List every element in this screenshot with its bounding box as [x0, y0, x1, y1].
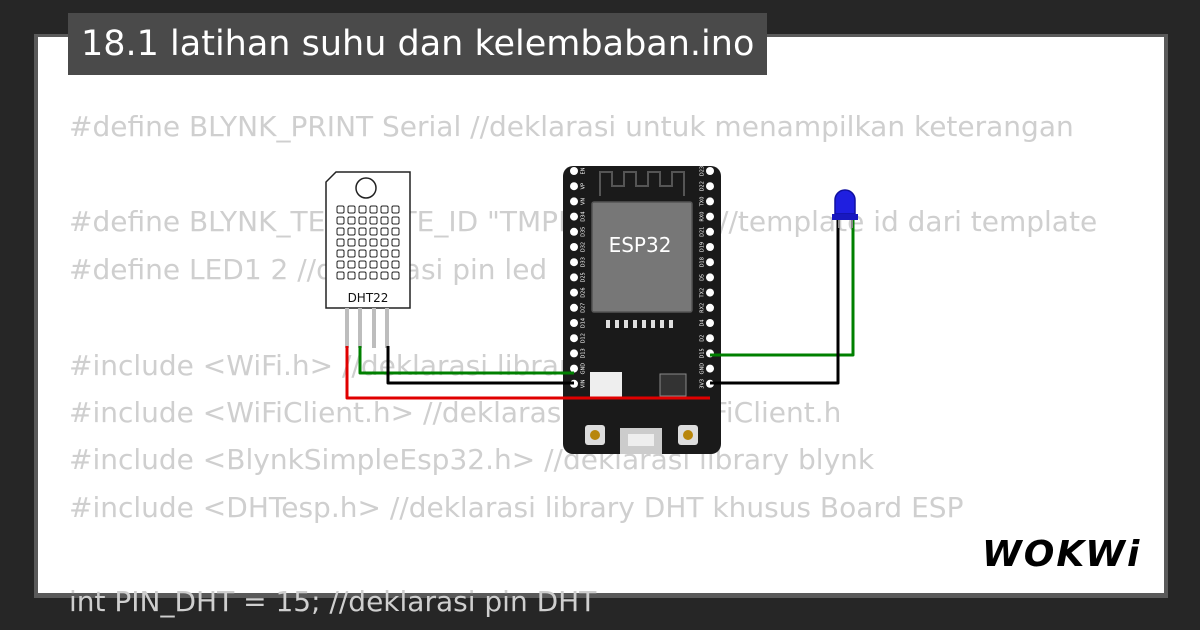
esp32-board: ESP32 ENVPVND34D35D32D33D25D26D27D14D12D… [563, 166, 721, 454]
pin-hole [706, 334, 714, 343]
sensor-vents [336, 205, 400, 280]
pin-label: RX0 [700, 212, 706, 222]
pin-label: D23 [700, 166, 706, 176]
pin-hole [570, 319, 578, 327]
pin-label: D26 [581, 287, 587, 297]
pin-label: TX0 [700, 197, 706, 208]
pin-hole [570, 349, 578, 358]
pin-label: D22 [700, 181, 706, 191]
pin-label: EN [581, 167, 587, 174]
pin-hole [706, 303, 714, 312]
pin-hole [570, 334, 578, 343]
pin-label: D34 [581, 211, 587, 221]
pin-label: D25 [581, 272, 587, 282]
pin-hole [706, 197, 714, 206]
pin-label: D4 [700, 319, 706, 326]
pin-hole [570, 182, 578, 191]
pin-hole [706, 182, 714, 191]
esp32-module [591, 201, 693, 313]
pin-hole [706, 364, 714, 373]
code-line: #include <DHTesp.h> //deklarasi library … [69, 491, 964, 524]
pin-label: VP [581, 183, 587, 189]
wire-data [358, 346, 574, 375]
pin-label: D27 [581, 303, 587, 313]
board-label: ESP32 [609, 233, 672, 257]
pin-label: RX2 [700, 303, 706, 313]
code-line: int PIN_DHT = 15; //deklarasi pin DHT [69, 585, 597, 618]
pin-hole [706, 258, 714, 267]
pin-label: VN [581, 198, 587, 205]
pin-label: D12 [581, 333, 587, 343]
pin-label: D15 [700, 348, 706, 358]
wires [345, 220, 855, 400]
wire-ground [386, 346, 574, 385]
pin-label: D19 [700, 242, 706, 252]
pin-label: D18 [700, 257, 706, 267]
wokwi-logo: WOKWi [982, 534, 1141, 575]
wire-power [345, 346, 574, 400]
pin-label: TX2 [700, 288, 706, 299]
pin-label: D33 [581, 257, 587, 267]
blue-led [832, 189, 858, 228]
project-title: 18.1 latihan suhu dan kelembaban.ino [68, 13, 768, 75]
pin-label: D14 [581, 318, 587, 328]
voltage-regulator [590, 372, 622, 398]
pin-hole [570, 243, 578, 251]
pin-hole [706, 227, 714, 236]
code-line: #include <BlynkSimpleEsp32.h> //deklaras… [69, 443, 875, 476]
pin-label: D21 [700, 227, 706, 237]
pin-hole [706, 273, 714, 282]
pin-label: D5 [700, 274, 706, 281]
pin-hole [570, 167, 578, 175]
usb-chip [659, 373, 687, 397]
pin-hole [706, 167, 714, 175]
pin-hole [706, 243, 714, 251]
pin-hole [706, 288, 714, 297]
pin-hole [570, 303, 578, 312]
dht22-sensor: DHT22 [325, 171, 411, 348]
pin-label: D32 [581, 242, 587, 252]
pin-label: 3V3 [700, 379, 706, 389]
pin-label: D35 [581, 227, 587, 237]
pin-hole [570, 227, 578, 236]
code-line: #include <WiFi.h> //deklarasi library [69, 349, 588, 382]
wire-led-cathode [710, 220, 840, 385]
svg-text:WOKWi: WOKWi [982, 534, 1141, 575]
pin-hole [706, 319, 714, 327]
pin-label: D2 [700, 335, 706, 342]
pin-hole [570, 364, 578, 373]
pin-hole [570, 212, 578, 221]
pin-hole [570, 288, 578, 297]
pin-label: GND [581, 363, 587, 375]
pin-label: D13 [581, 348, 587, 358]
pin-hole [706, 212, 714, 221]
wire-led-anode [710, 220, 855, 357]
pin-hole [570, 258, 578, 267]
code-line: #define BLYNK_PRINT Serial //deklarasi u… [69, 110, 1074, 143]
pin-label: VIN [581, 379, 587, 388]
code-preview: #define BLYNK_PRINT Serial //deklarasi u… [69, 37, 1131, 618]
pin-hole [570, 273, 578, 282]
pin-label: GND [700, 363, 706, 375]
sensor-label: DHT22 [348, 291, 389, 305]
antenna-trace [599, 171, 685, 196]
pin-hole [570, 197, 578, 206]
code-line: #define BLYNK_TEMPLATE_ID "TMPLxxxxxxM" … [69, 205, 1098, 238]
